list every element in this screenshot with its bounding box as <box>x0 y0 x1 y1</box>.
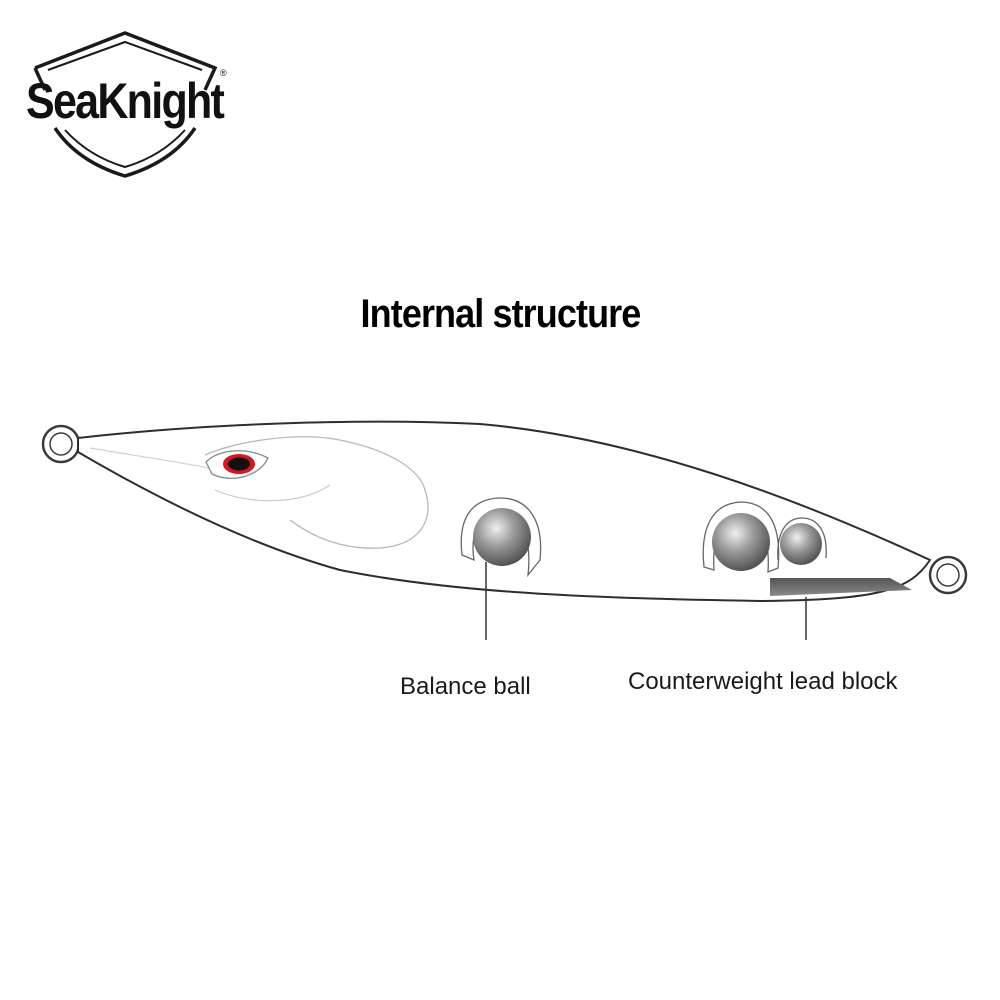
head-contour <box>89 447 221 471</box>
registered-mark: ® <box>220 68 227 78</box>
cheek-contour <box>214 484 331 502</box>
rear-eyelet <box>928 555 968 595</box>
lure-diagram <box>41 420 968 640</box>
gill-contour <box>204 436 429 549</box>
brand-name: SeaKnight <box>26 73 225 129</box>
brand-logo: SeaKnight ® <box>20 30 235 180</box>
small-ball-chamber <box>777 517 827 565</box>
balance-ball-label: Balance ball <box>400 673 531 700</box>
eye-icon <box>205 450 269 479</box>
shield-icon <box>33 31 218 178</box>
diagram-title: Internal structure <box>0 292 1000 337</box>
counterweight-label: Counterweight lead block <box>628 668 898 695</box>
diagram-title-text: Internal structure <box>360 292 641 336</box>
rear-ball-chamber <box>702 501 780 573</box>
balance-ball-chamber <box>460 497 542 578</box>
front-eyelet <box>41 424 81 464</box>
counterweight-lead-block <box>770 578 912 596</box>
